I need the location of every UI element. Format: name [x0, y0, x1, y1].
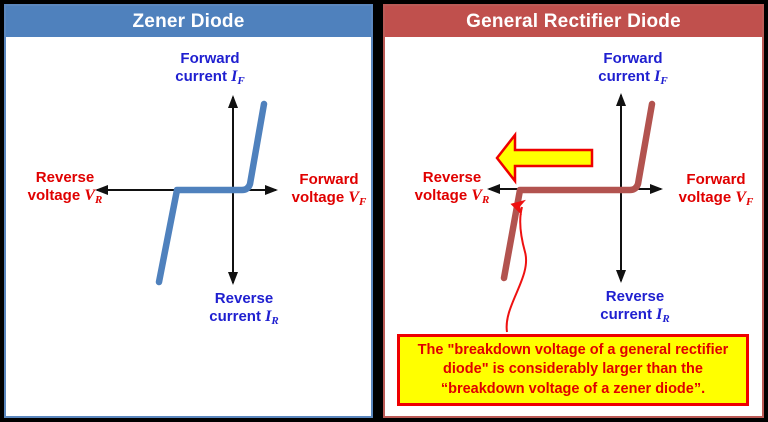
- zener-forward-current-label: Forward current IF: [175, 50, 245, 87]
- rectifier-iv-graph: [487, 93, 663, 333]
- zener-panel: Zener Diode Forward current IF Reverse v…: [4, 4, 373, 418]
- zener-iv-curve: [155, 100, 268, 286]
- breakdown-note-text: The "breakdown voltage of a general rect…: [417, 342, 729, 397]
- rectifier-reverse-current-label: Reverse current IR: [600, 288, 670, 325]
- breakdown-pointer-arrow-icon: [505, 199, 528, 333]
- zener-title: Zener Diode: [132, 10, 245, 32]
- rectifier-forward-current-label: Forward current IF: [598, 50, 668, 87]
- rectifier-panel: General Rectifier Diode Forward current …: [383, 4, 764, 418]
- rectifier-title: General Rectifier Diode: [466, 10, 681, 32]
- rectifier-iv-curve: [500, 100, 656, 282]
- rectifier-header: General Rectifier Diode: [385, 6, 762, 37]
- breakdown-shift-arrow-icon: [495, 131, 594, 185]
- rectifier-forward-voltage-label: Forward voltage VF: [678, 171, 754, 208]
- zener-reverse-voltage-label: Reverse voltage VR: [27, 169, 103, 206]
- breakdown-note-box: The "breakdown voltage of a general rect…: [397, 334, 749, 406]
- zener-forward-voltage-label: Forward voltage VF: [291, 171, 367, 208]
- rectifier-reverse-voltage-label: Reverse voltage VR: [414, 169, 490, 206]
- zener-iv-graph: [95, 95, 278, 286]
- zener-header: Zener Diode: [6, 6, 371, 37]
- zener-reverse-current-label: Reverse current IR: [209, 290, 279, 327]
